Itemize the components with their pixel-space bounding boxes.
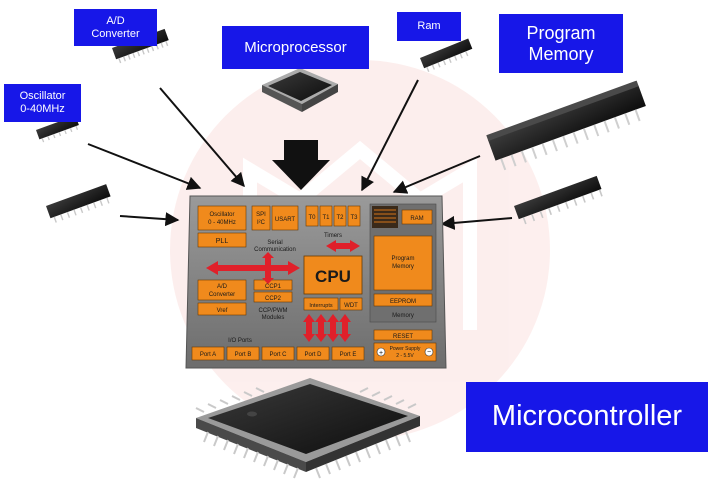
- right-chip: [514, 175, 603, 225]
- arrow-right-chip: [440, 215, 513, 230]
- board-interrupts: Interrupts: [309, 303, 332, 309]
- label-oscillator: Oscillator 0-40MHz: [4, 84, 81, 122]
- label-ram: Ram: [397, 12, 461, 41]
- program-memory-chip: [486, 80, 646, 171]
- ram-chip: [420, 38, 473, 72]
- arrow-program-memory: [392, 155, 481, 194]
- board-memory: Memory: [392, 313, 414, 319]
- board-t2: T2: [336, 215, 344, 221]
- arrow-microprocessor: [272, 140, 330, 190]
- svg-text:+: +: [379, 350, 383, 357]
- board-usart: USART: [275, 217, 296, 223]
- board-t0: T0: [308, 215, 316, 221]
- board-port-b: Port B: [235, 352, 252, 358]
- board-port-a: Port A: [200, 352, 216, 358]
- board-cpu: CPU: [315, 267, 351, 286]
- board-ccp2: CCP2: [265, 296, 282, 302]
- label-program-memory: Program Memory: [499, 14, 623, 73]
- board-t1: T1: [322, 215, 330, 221]
- label-microcontroller: Microcontroller: [466, 382, 708, 452]
- board-io-ports: I/O Ports: [228, 338, 252, 344]
- board-ram: RAM: [410, 216, 423, 222]
- bus-arrows: [206, 240, 360, 342]
- board-ccp1: CCP1: [265, 284, 282, 290]
- board-vref: Vref: [217, 308, 228, 314]
- arrow-oscillator: [87, 143, 202, 190]
- board-port-c: Port C: [269, 352, 287, 358]
- arrows: [87, 79, 513, 230]
- label-microprocessor: Microprocessor: [222, 26, 369, 69]
- microprocessor-chip: [262, 68, 338, 112]
- board-wdt: WDT: [344, 303, 358, 309]
- board-port-d: Port D: [304, 352, 322, 358]
- svg-text:−: −: [427, 349, 431, 356]
- board-t3: T3: [350, 215, 358, 221]
- board-pll: PLL: [216, 238, 229, 245]
- board-eeprom: EEPROM: [390, 299, 416, 305]
- label-ad-converter: A/D Converter: [74, 9, 157, 46]
- arrow-ad-converter: [159, 87, 245, 188]
- left-chip: [45, 184, 111, 223]
- arrow-left-chip: [119, 212, 180, 227]
- board-reset: RESET: [393, 334, 413, 340]
- arrow-ram: [361, 79, 419, 192]
- board-port-e: Port E: [340, 352, 357, 358]
- microcontroller-chip: [195, 378, 420, 479]
- board-ports: Port A Port B Port C Port D Port E: [191, 346, 365, 361]
- board-timers: Timers: [324, 233, 342, 239]
